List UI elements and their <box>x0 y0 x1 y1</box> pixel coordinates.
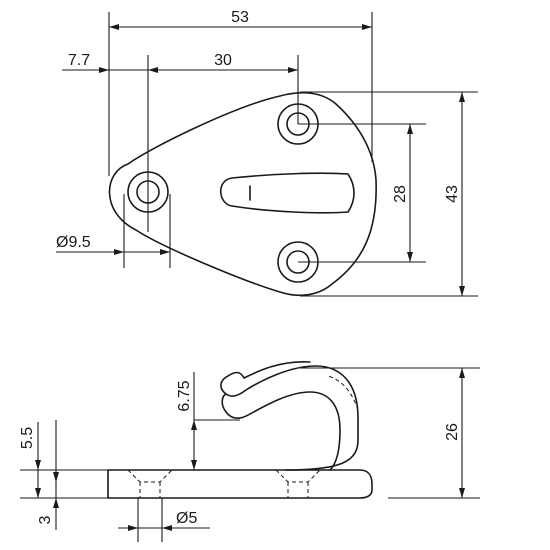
dim-plate-thickness: 3 <box>37 515 54 524</box>
dim-edge-to-hole: 7.7 <box>68 52 90 69</box>
side-view-dimensions: 5.5 3 6.75 26 Ø5 <box>19 367 480 542</box>
dim-hole-pitch-y: 28 <box>392 185 409 203</box>
counterbore-right <box>275 469 321 483</box>
counterbore-left <box>127 469 173 483</box>
dim-hole-diameter: Ø9.5 <box>56 234 91 251</box>
base-plate <box>107 469 373 499</box>
dim-hook-gap: 6.75 <box>176 380 193 411</box>
dim-overall-width: 53 <box>231 9 249 26</box>
plate-outline <box>108 91 377 297</box>
side-view <box>107 361 373 499</box>
dim-hole-pitch-x: 30 <box>214 52 232 69</box>
top-view <box>108 91 377 297</box>
dim-plate-step: 5.5 <box>19 427 36 449</box>
top-view-dimensions: 53 7.7 30 28 43 Ø9.5 <box>56 9 478 297</box>
dim-side-height: 26 <box>444 423 461 441</box>
hook-inner-edge <box>221 391 341 471</box>
hook-hidden-edge <box>327 375 359 411</box>
hook-profile <box>220 361 359 471</box>
dim-counterbore-diameter: Ø5 <box>176 510 197 527</box>
hook-slot <box>219 172 355 214</box>
dim-overall-height: 43 <box>444 185 461 203</box>
